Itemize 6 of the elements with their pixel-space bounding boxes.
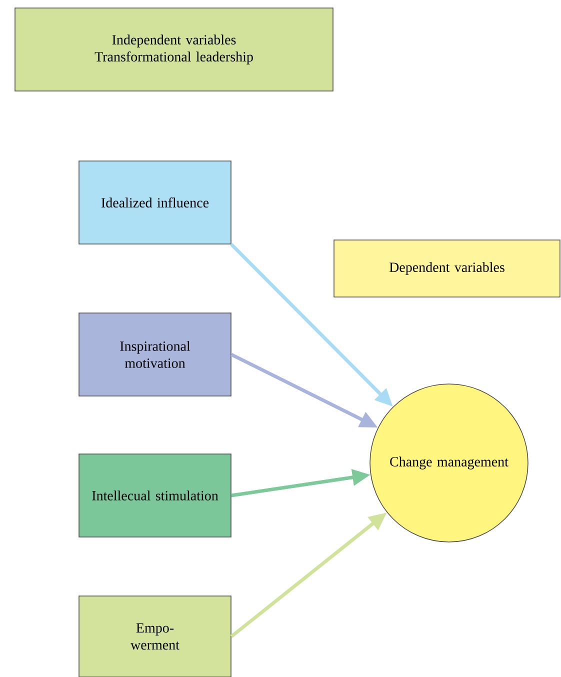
variable-box: Empo- werment	[78, 596, 232, 677]
variable-box: Idealized influence	[78, 160, 232, 244]
variable-box: Inspirational motivation	[78, 312, 232, 396]
heading-box: Dependent variables	[334, 240, 560, 298]
heading-box: Independent variables Transformational leadership	[14, 8, 334, 92]
variable-box: Intellecual stimulation	[78, 454, 232, 538]
